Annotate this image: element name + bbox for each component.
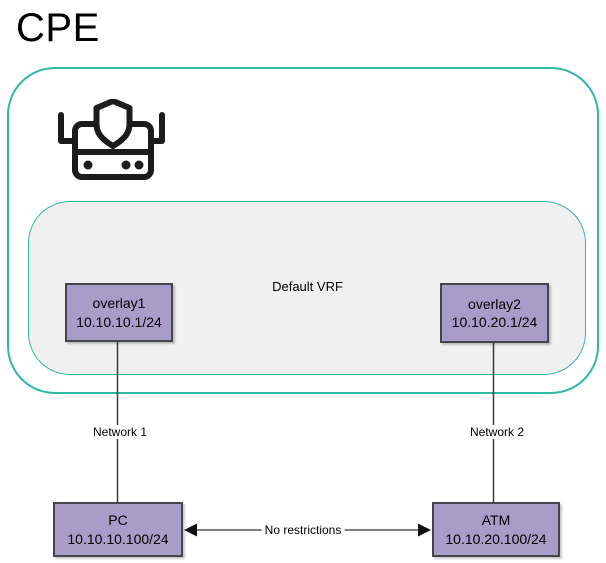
router-antenna-left — [58, 112, 78, 144]
arrowhead-left-icon — [184, 523, 197, 537]
interface-name: overlay2 — [468, 295, 521, 312]
interface-node-overlay2: overlay2 10.10.20.1/24 — [440, 283, 549, 343]
edge-label-network1: Network 1 — [89, 425, 151, 439]
endpoint-node-pc: PC 10.10.10.100/24 — [53, 502, 183, 557]
interface-node-overlay1: overlay1 10.10.10.1/24 — [65, 283, 173, 342]
endpoint-ip: 10.10.10.100/24 — [67, 530, 169, 547]
endpoint-ip: 10.10.20.100/24 — [445, 530, 547, 547]
shield-icon — [93, 99, 133, 149]
endpoint-name: PC — [108, 512, 128, 529]
interface-name: overlay1 — [92, 295, 146, 312]
endpoint-node-atm: ATM 10.10.20.100/24 — [432, 502, 560, 557]
router-led-1 — [83, 160, 93, 170]
page-title: CPE — [16, 6, 100, 50]
edge-label-no-restrictions: No restrictions — [261, 523, 345, 537]
arrowhead-right-icon — [418, 523, 431, 537]
interface-ip: 10.10.10.1/24 — [76, 313, 162, 330]
router-led-3 — [134, 160, 144, 170]
interface-ip: 10.10.20.1/24 — [451, 314, 538, 330]
router-led-2 — [121, 160, 131, 170]
firewall-router-icon — [58, 99, 165, 180]
endpoint-name: ATM — [481, 512, 511, 529]
edge-label-network2: Network 2 — [466, 425, 528, 439]
router-antenna-right — [148, 112, 165, 144]
default-vrf-label: Default VRF — [272, 279, 343, 294]
